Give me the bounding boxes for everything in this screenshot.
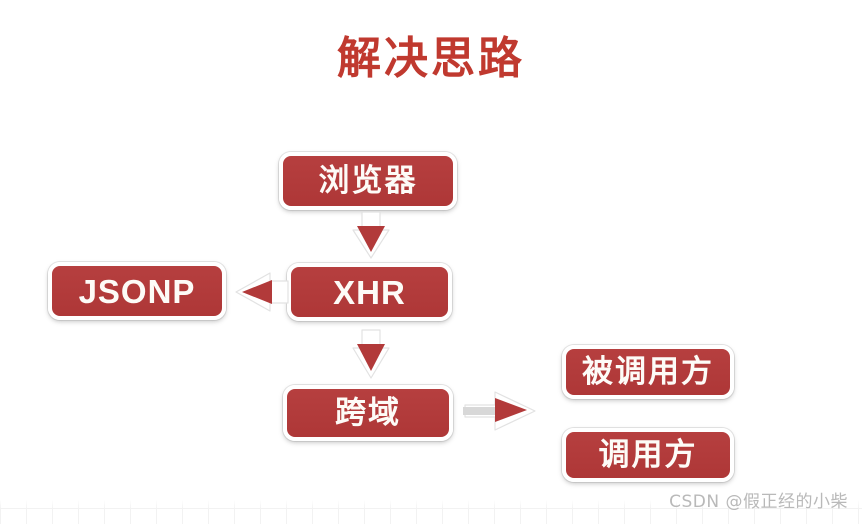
node-callee-label: 被调用方 xyxy=(582,353,714,390)
arrow-down-icon-browser-to-xhr xyxy=(352,211,390,259)
watermark-text: CSDN @假正经的小柴 xyxy=(669,492,848,512)
node-browser-label: 浏览器 xyxy=(318,162,418,199)
node-caller: 调用方 xyxy=(562,428,734,482)
node-xhr: XHR xyxy=(287,263,452,321)
node-caller-label: 调用方 xyxy=(598,436,698,473)
node-crossdomain-label: 跨域 xyxy=(335,394,401,431)
arrow-down-icon-xhr-to-crossdomain xyxy=(352,329,390,379)
arrow-left-icon-xhr-to-jsonp xyxy=(235,272,289,312)
node-jsonp-label: JSONP xyxy=(78,272,196,310)
node-crossdomain: 跨域 xyxy=(283,385,453,441)
node-browser: 浏览器 xyxy=(279,152,457,210)
arrow-right-icon-crossdomain-to-parties xyxy=(463,391,536,431)
node-callee: 被调用方 xyxy=(562,345,734,399)
page-title: 解决思路 xyxy=(337,33,525,84)
node-jsonp: JSONP xyxy=(48,262,226,320)
node-xhr-label: XHR xyxy=(333,273,406,311)
